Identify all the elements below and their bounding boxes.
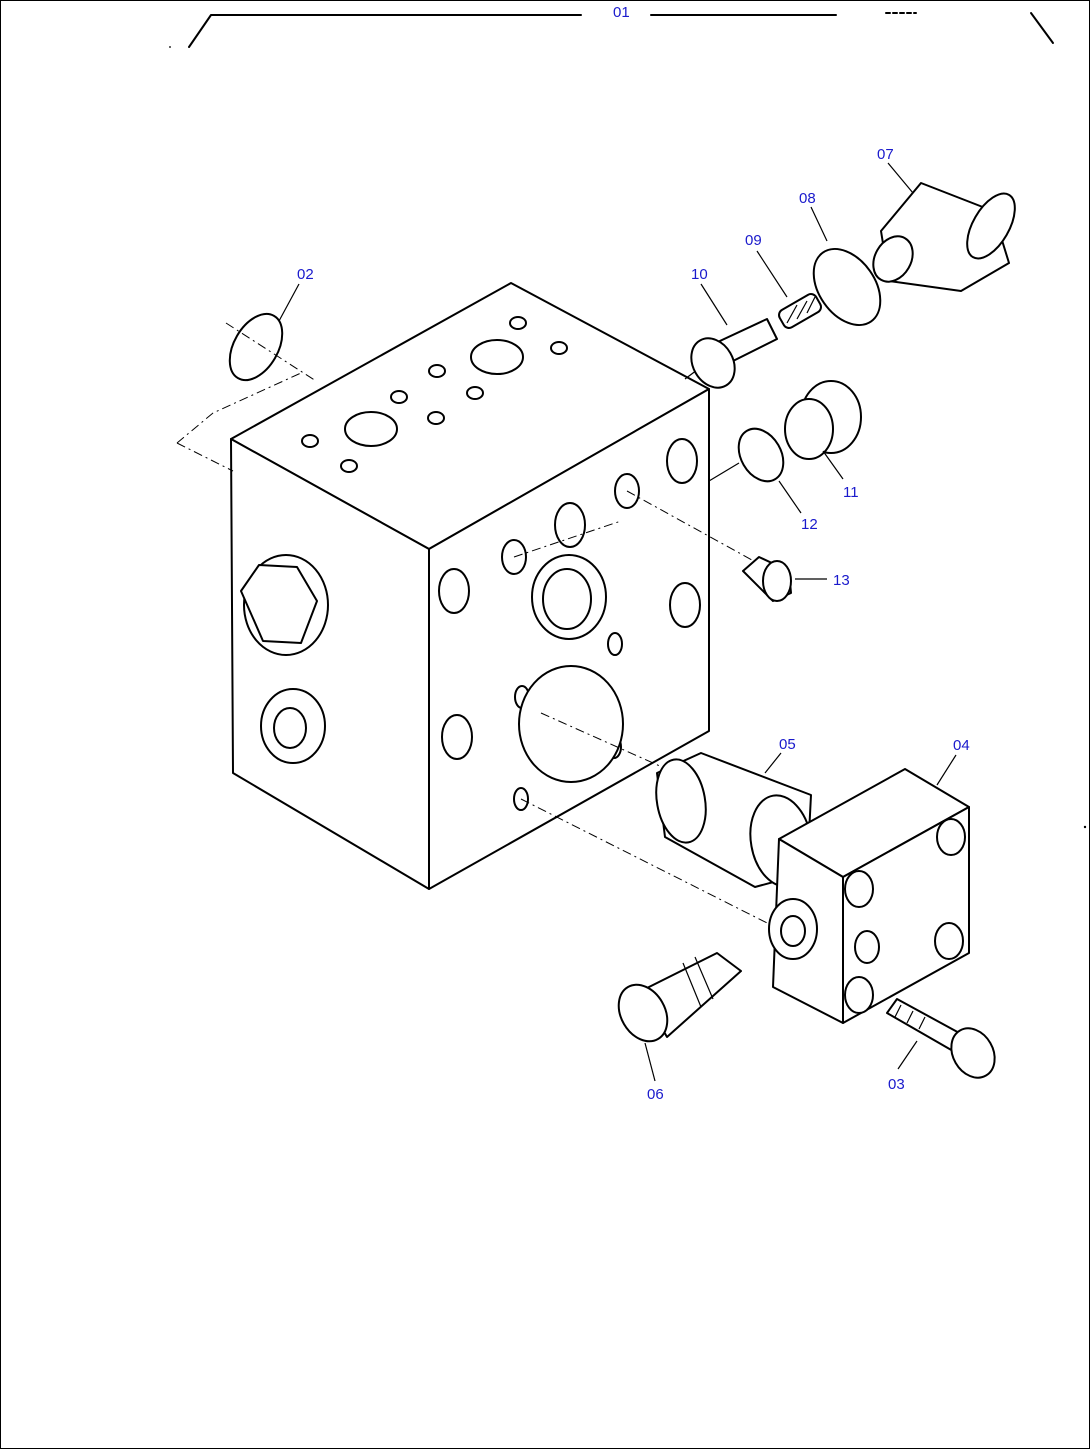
- callout-09: 09: [745, 232, 762, 249]
- callout-03: 03: [888, 1076, 905, 1093]
- callout-labels: 01 02 03 04 05 06 07 08 09 10 11 12 13: [297, 4, 970, 1103]
- callout-05: 05: [779, 736, 796, 753]
- callout-06: 06: [647, 1086, 664, 1103]
- valve-block: [230, 282, 710, 890]
- o-ring-12: [737, 427, 785, 483]
- callout-08: 08: [799, 190, 816, 207]
- bolt-03: [886, 998, 996, 1079]
- fitting-06: [617, 952, 742, 1043]
- callout-07: 07: [877, 146, 894, 163]
- spring-09: [778, 293, 822, 329]
- callout-01: 01: [613, 4, 630, 21]
- callout-12: 12: [801, 516, 818, 533]
- assembly-lines: [176, 322, 784, 932]
- callout-02: 02: [297, 266, 314, 283]
- poppet-10: [690, 318, 778, 389]
- callout-04: 04: [953, 737, 970, 754]
- cover-front-face: [842, 806, 970, 1024]
- callout-10: 10: [691, 266, 708, 283]
- o-ring-02: [228, 312, 284, 382]
- callout-11: 11: [843, 484, 859, 501]
- leader-lines: [278, 162, 957, 1082]
- spool-valve-05: [655, 752, 813, 888]
- valve-cartridge-07: [872, 182, 1016, 292]
- plug-11: [784, 380, 862, 460]
- plug-13: [742, 556, 792, 602]
- assembly-bracket: [169, 12, 1054, 48]
- cover-block-04: [768, 768, 970, 1024]
- callout-13: 13: [833, 572, 850, 589]
- o-ring-08: [812, 248, 882, 326]
